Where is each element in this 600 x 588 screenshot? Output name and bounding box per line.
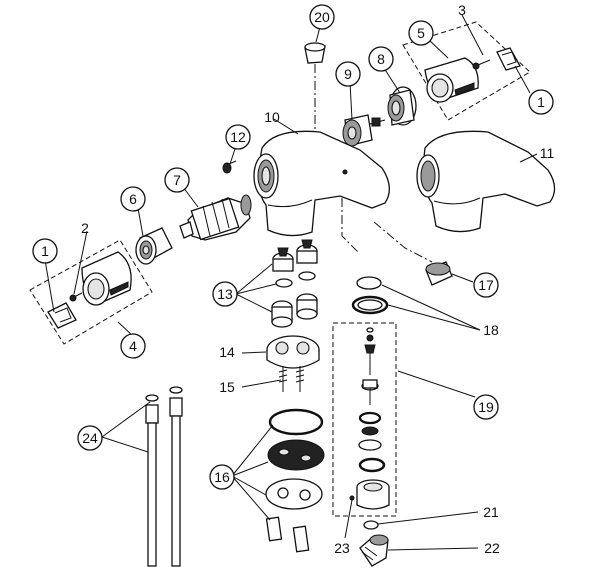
- callout-11: 11: [540, 145, 555, 161]
- callout-17: 17: [473, 272, 499, 298]
- part-8-cartridge: [387, 86, 417, 126]
- svg-text:12: 12: [230, 129, 246, 145]
- part-17-aerator: [425, 261, 453, 286]
- svg-text:9: 9: [344, 66, 352, 82]
- part-15-studs: [278, 366, 305, 392]
- part-19-diverter: [349, 327, 390, 510]
- part-5-handle: [424, 57, 479, 103]
- leader-10-to-17: [373, 221, 433, 263]
- part-24-pipes: [145, 386, 183, 567]
- callout-9: 9: [335, 61, 361, 87]
- leader-10-to-18: [341, 198, 359, 253]
- part-1-clip-left: [47, 302, 77, 329]
- callout-8: 8: [368, 46, 394, 72]
- svg-text:7: 7: [173, 172, 181, 188]
- callout-24: 24: [77, 425, 103, 451]
- part-1-clip-right: [496, 47, 521, 71]
- callout-leaders: [44, 14, 538, 551]
- part-10-mixer-body: [253, 130, 390, 237]
- part-18-rings: [351, 276, 389, 315]
- callout-22: 22: [484, 540, 500, 556]
- svg-text:4: 4: [129, 338, 137, 354]
- part-20-cap: [304, 42, 326, 64]
- svg-text:17: 17: [478, 277, 494, 293]
- svg-text:1: 1: [41, 243, 49, 259]
- part-6-insert: [135, 227, 173, 265]
- svg-text:16: 16: [214, 469, 230, 485]
- group-box-left: [29, 239, 153, 345]
- part-11-mixer-body: [416, 130, 556, 233]
- callout-14: 14: [219, 344, 235, 360]
- part-7-cartridge: [179, 194, 252, 241]
- callout-23: 23: [334, 540, 350, 556]
- part-22-outlet: [359, 534, 389, 567]
- part-4-handle: [81, 251, 132, 306]
- svg-text:6: 6: [129, 191, 137, 207]
- svg-text:8: 8: [377, 51, 385, 67]
- callout-15: 15: [219, 379, 235, 395]
- callout-6: 6: [120, 186, 146, 212]
- callout-18: 18: [483, 322, 499, 338]
- part-21-seal: [363, 520, 379, 530]
- part-14-base-plate: [266, 335, 320, 369]
- callout-1-right: 1: [528, 89, 554, 115]
- part-13-valves: [271, 239, 318, 328]
- callout-20: 20: [309, 4, 335, 30]
- part-16-gaskets: [265, 408, 325, 553]
- part-3-screw: [472, 59, 491, 70]
- svg-text:13: 13: [217, 286, 233, 302]
- callout-12: 12: [225, 124, 251, 150]
- callout-1-left: 1: [32, 238, 58, 264]
- svg-text:1: 1: [537, 94, 545, 110]
- part-9-spindle: [342, 114, 386, 147]
- callout-5: 5: [408, 20, 434, 46]
- callout-21: 21: [483, 504, 499, 520]
- callout-16: 16: [209, 464, 235, 490]
- callout-13: 13: [212, 281, 238, 307]
- svg-text:5: 5: [417, 25, 425, 41]
- callout-4: 4: [120, 333, 146, 359]
- part-2-screw: [69, 292, 83, 302]
- callout-7: 7: [164, 167, 190, 193]
- callout-19: 19: [473, 394, 499, 420]
- svg-text:19: 19: [478, 399, 494, 415]
- callout-3: 3: [458, 2, 466, 18]
- svg-text:24: 24: [82, 430, 98, 446]
- callout-10: 10: [264, 109, 280, 125]
- svg-text:20: 20: [314, 9, 330, 25]
- callout-2: 2: [81, 220, 89, 236]
- part-12-screw: [222, 160, 237, 174]
